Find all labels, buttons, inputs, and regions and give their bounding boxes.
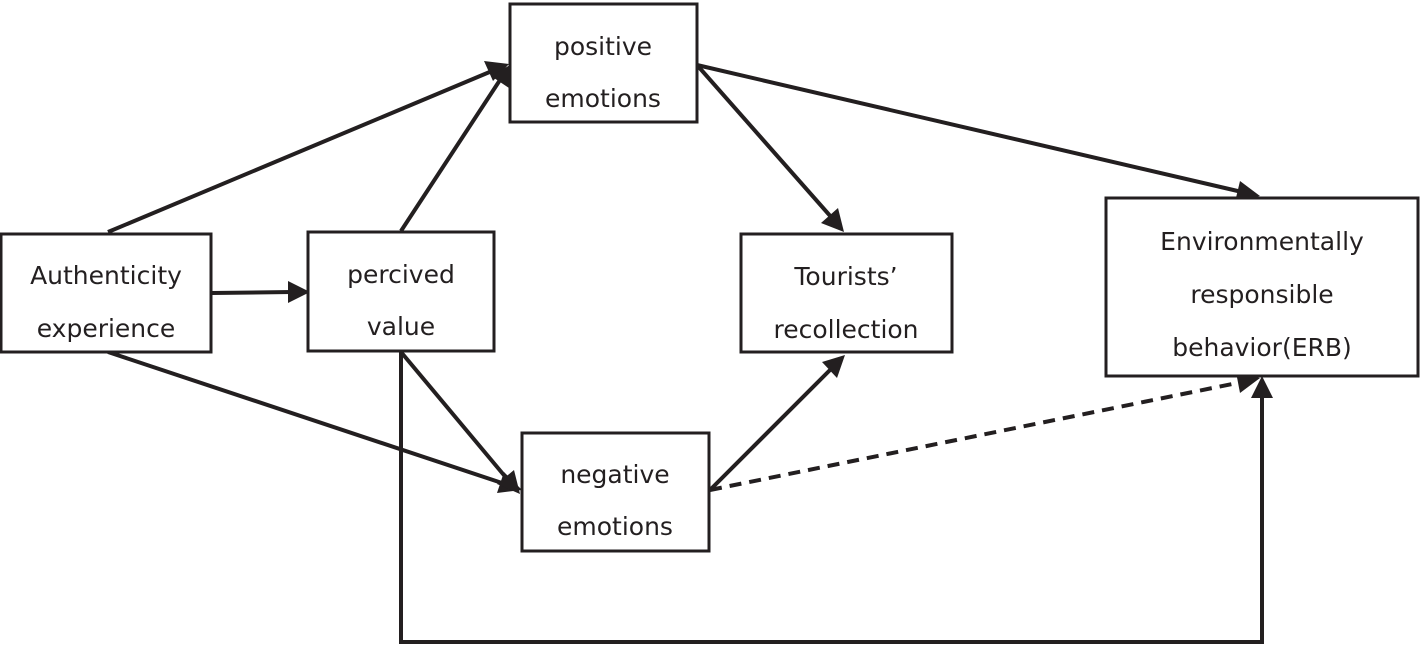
node-positive-line2: emotions bbox=[545, 84, 661, 113]
edge-perceived-value-to-erb bbox=[399, 352, 1264, 644]
node-erb-line2: responsible bbox=[1190, 280, 1333, 309]
node-perceived-value-line1: percived bbox=[347, 260, 455, 289]
node-tourists-recollection: Tourists’ recollection bbox=[739, 232, 954, 354]
node-perceived-value: percived value bbox=[306, 230, 496, 353]
node-negative-emotions: negative emotions bbox=[520, 431, 711, 553]
edge-authenticity-to-negative bbox=[107, 350, 506, 486]
node-recollection-line1: Tourists’ bbox=[793, 262, 897, 291]
node-authenticity-line2: experience bbox=[37, 314, 176, 343]
node-erb-line3: behavior(ERB) bbox=[1172, 333, 1352, 362]
node-perceived-value-line2: value bbox=[367, 312, 435, 341]
edge-perceived-value-to-positive bbox=[399, 78, 502, 233]
node-negative-line1: negative bbox=[560, 460, 669, 489]
arrowhead-perceived-value-to-erb bbox=[1251, 376, 1273, 398]
edge-negative-to-erb bbox=[709, 380, 1243, 492]
arrowhead-authenticity-to-positive bbox=[484, 61, 509, 81]
edge-negative-to-recollection bbox=[708, 366, 834, 492]
node-environmentally-responsible-behavior: Environmentally responsible behavior(ERB… bbox=[1104, 196, 1420, 378]
edges bbox=[107, 61, 1273, 644]
edge-positive-to-erb bbox=[696, 63, 1243, 194]
node-positive-line1: positive bbox=[554, 32, 652, 61]
arrowhead-authenticity-to-perceived-value bbox=[288, 281, 310, 303]
edge-authenticity-to-positive bbox=[107, 69, 493, 234]
arrowhead-positive-to-recollection bbox=[821, 208, 844, 232]
edge-authenticity-to-perceived-value bbox=[211, 290, 293, 295]
edge-perceived-value-to-negative bbox=[399, 350, 510, 482]
edge-positive-to-recollection bbox=[695, 63, 834, 220]
node-authenticity-line1: Authenticity bbox=[30, 261, 182, 290]
arrowhead-perceived-value-to-positive bbox=[491, 65, 510, 88]
node-recollection-line2: recollection bbox=[773, 315, 918, 344]
arrowhead-negative-to-recollection bbox=[822, 355, 845, 378]
arrowhead-perceived-value-to-negative bbox=[497, 470, 520, 494]
node-erb-line1: Environmentally bbox=[1160, 227, 1364, 256]
node-negative-line2: emotions bbox=[557, 512, 673, 541]
node-authenticity-experience: Authenticity experience bbox=[0, 232, 213, 354]
node-positive-emotions: positive emotions bbox=[508, 2, 699, 124]
